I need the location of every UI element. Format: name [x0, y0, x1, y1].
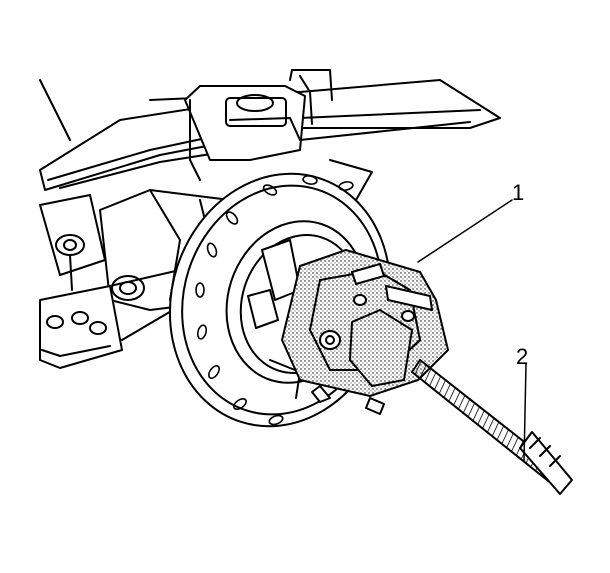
callout-2-label: 2: [516, 344, 529, 369]
leader-lines: [417, 199, 527, 463]
hub-bearing-assembly: [281, 249, 449, 415]
spring-bracket: [184, 69, 333, 181]
callout-1-label: 1: [512, 180, 525, 205]
threaded-rod: [411, 359, 573, 495]
